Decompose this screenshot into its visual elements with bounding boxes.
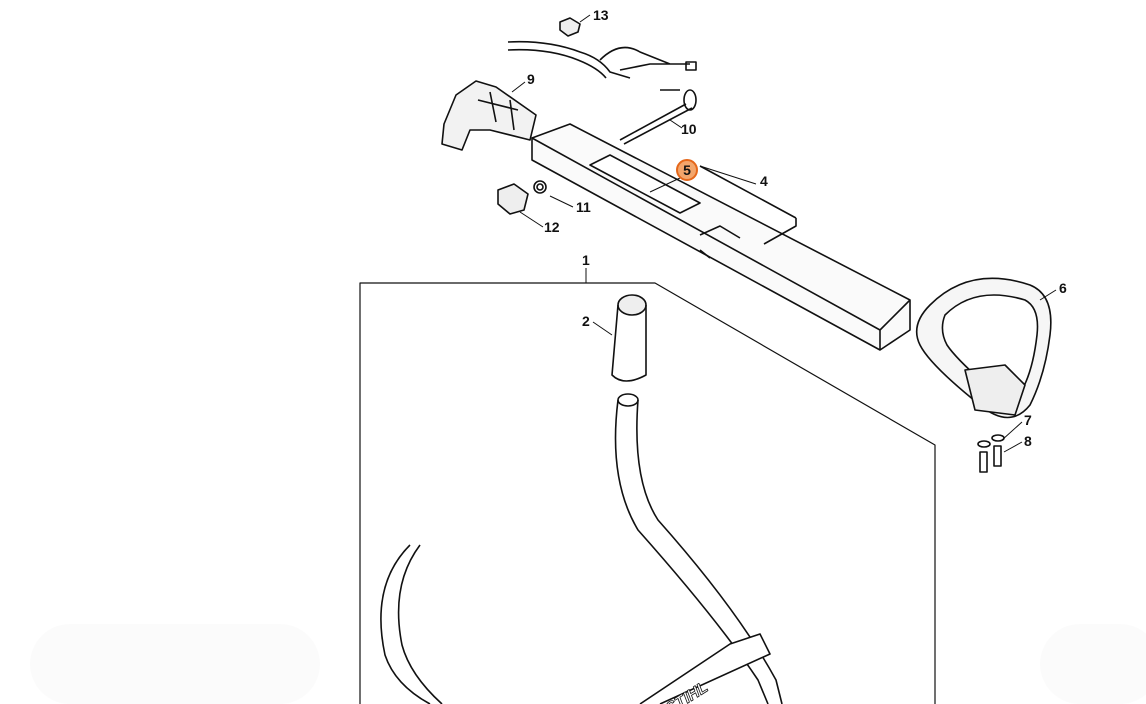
callout-12[interactable]: 12 [544,219,560,235]
part-12-knob [497,183,529,215]
callout-2[interactable]: 2 [582,313,590,329]
handlebar: STIHL [380,393,783,704]
callout-11[interactable]: 11 [576,199,591,215]
part-11-washer [533,180,547,194]
part-9-housing [441,80,537,151]
part-6-loop-handle [915,277,1052,419]
callout-10[interactable]: 10 [681,121,697,137]
callout-13[interactable]: 13 [593,7,609,23]
callout-4[interactable]: 4 [760,173,768,189]
callout-9[interactable]: 9 [527,71,535,87]
bottom-right-fade [1040,624,1146,704]
part-7-8-screws [977,434,1005,473]
bottom-left-fade [30,624,320,704]
callout-8[interactable]: 8 [1024,433,1032,449]
callout-7[interactable]: 7 [1024,412,1032,428]
callout-6[interactable]: 6 [1059,280,1067,296]
callout-5-highlighted[interactable]: 5 [676,159,698,181]
part-2-grip [611,294,647,382]
callout-1[interactable]: 1 [582,252,590,268]
part-1-frame [359,282,936,704]
part-13-cable-plug [507,17,697,91]
part-10-bolt [619,89,697,145]
part-4-tube [531,123,911,351]
